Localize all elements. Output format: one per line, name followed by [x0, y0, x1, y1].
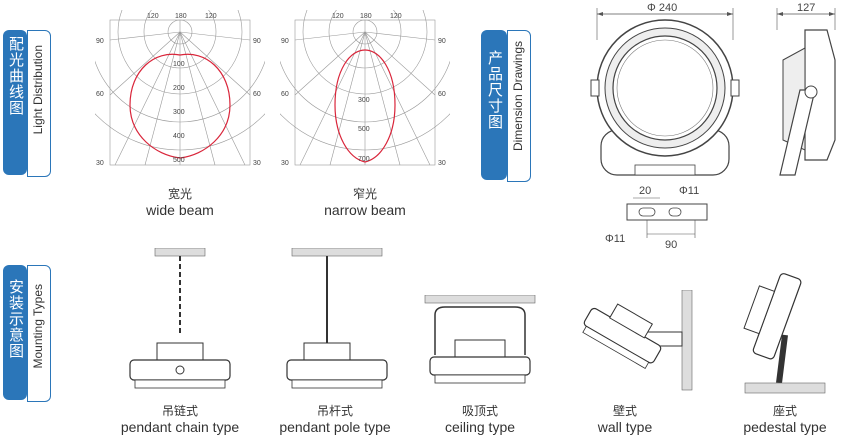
mounting-types-tab: 安装示意图 [3, 265, 27, 400]
dimension-drawings-tab: 产品尺寸图 [481, 30, 507, 180]
mounting-pendant-pole-drawing [286, 248, 388, 389]
wide-side-label-90-right: 90 [253, 38, 261, 45]
wide-beam-caption: 宽光 wide beam [130, 186, 230, 218]
narrow-top-label-1: 120 [332, 13, 344, 20]
dimension-drawings-en: Dimension Drawings [511, 41, 525, 152]
narrow-radial-label-700: 700 [358, 156, 370, 163]
mounting-wall-drawing [582, 290, 693, 391]
polar-diagram-narrow: 120 180 120 90 60 30 90 60 30 300 500 70… [280, 10, 450, 167]
bracket-hole-top-label: Φ11 [679, 185, 699, 197]
wide-side-label-30-left: 30 [96, 160, 104, 167]
mounting-caption-pedestal: 座式 pedestal type [725, 403, 845, 435]
mounting-pedestal-drawing [743, 273, 826, 394]
wide-radial-label-500: 500 [173, 157, 185, 164]
mounting-caption-pedestal-zh: 座式 [772, 404, 797, 418]
light-distribution-tab: 配光曲线图 [3, 30, 27, 175]
mounting-caption-pendant-chain-zh: 吊链式 [161, 404, 198, 418]
mounting-types-en: Mounting Types [31, 284, 45, 369]
wide-radial-label-200: 200 [173, 85, 185, 92]
light-distribution-zh: 配光曲线图 [7, 36, 25, 116]
wide-top-label-1: 120 [147, 13, 159, 20]
mounting-pendant-chain-drawing [129, 248, 231, 389]
mounting-caption-wall-zh: 壁式 [612, 404, 637, 418]
wide-side-label-30-right: 30 [253, 160, 261, 167]
dimension-front-view: Φ 240 [590, 2, 740, 176]
narrow-radial-label-500: 500 [358, 126, 370, 133]
diameter-label: Φ 240 [647, 2, 677, 14]
mounting-caption-ceiling: 吸顶式 ceiling type [420, 403, 540, 435]
bracket-spacing-label: 90 [665, 239, 677, 251]
narrow-top-label-3: 120 [390, 13, 402, 20]
wide-beam-caption-en: wide beam [146, 202, 214, 218]
mounting-caption-wall: 壁式 wall type [575, 403, 675, 435]
mounting-caption-wall-en: wall type [597, 419, 653, 435]
narrow-beam-caption-zh: 窄光 [352, 187, 377, 201]
mounting-caption-pendant-chain-en: pendant chain type [120, 419, 240, 435]
wide-top-label-3: 120 [205, 13, 217, 20]
wide-radial-label-400: 400 [173, 133, 185, 140]
mounting-caption-pedestal-en: pedestal type [743, 419, 827, 435]
wide-side-label-60-right: 60 [253, 91, 261, 98]
wide-radial-label-100: 100 [173, 61, 185, 68]
bracket-width-label: 20 [639, 185, 651, 197]
depth-label: 127 [797, 2, 815, 14]
light-distribution-en: Light Distribution [31, 45, 45, 135]
narrow-beam-caption: 窄光 narrow beam [315, 186, 415, 218]
narrow-side-label-30-right: 30 [438, 160, 446, 167]
bracket-detail: 20 Φ11 Φ11 90 [605, 185, 708, 251]
mounting-caption-pendant-pole: 吊杆式 pendant pole type [265, 403, 405, 435]
narrow-beam-caption-en: narrow beam [324, 202, 406, 218]
wide-side-label-60-left: 60 [96, 91, 104, 98]
polar-diagram-wide: 120 180 120 90 60 30 90 60 30 100 200 30… [95, 10, 265, 167]
narrow-radial-label-300: 300 [358, 97, 370, 104]
mounting-types-en-tab: Mounting Types [27, 265, 51, 402]
wide-radial-label-300: 300 [173, 109, 185, 116]
mounting-caption-pendant-pole-en: pendant pole type [279, 419, 391, 435]
narrow-side-label-60-right: 60 [438, 91, 446, 98]
dimension-side-view: 127 [776, 2, 836, 176]
mounting-types-zh: 安装示意图 [7, 279, 25, 359]
narrow-side-label-90-right: 90 [438, 38, 446, 45]
wide-side-label-90-left: 90 [96, 38, 104, 45]
mounting-caption-ceiling-zh: 吸顶式 [461, 404, 498, 418]
narrow-side-label-30-left: 30 [281, 160, 289, 167]
mounting-caption-pendant-pole-zh: 吊杆式 [316, 404, 353, 418]
mounting-ceiling-drawing [424, 295, 536, 384]
narrow-top-label-2: 180 [360, 13, 372, 20]
bracket-hole-bottom-label: Φ11 [605, 233, 625, 245]
narrow-side-label-90-left: 90 [281, 38, 289, 45]
dimension-drawings-en-tab: Dimension Drawings [507, 30, 531, 182]
wide-beam-caption-zh: 宽光 [167, 187, 192, 201]
dimension-drawings-zh: 产品尺寸图 [486, 50, 504, 130]
mounting-caption-pendant-chain: 吊链式 pendant chain type [105, 403, 255, 435]
wide-top-label-2: 180 [175, 13, 187, 20]
mounting-caption-ceiling-en: ceiling type [444, 419, 516, 435]
light-distribution-en-tab: Light Distribution [27, 30, 51, 177]
narrow-side-label-60-left: 60 [281, 91, 289, 98]
